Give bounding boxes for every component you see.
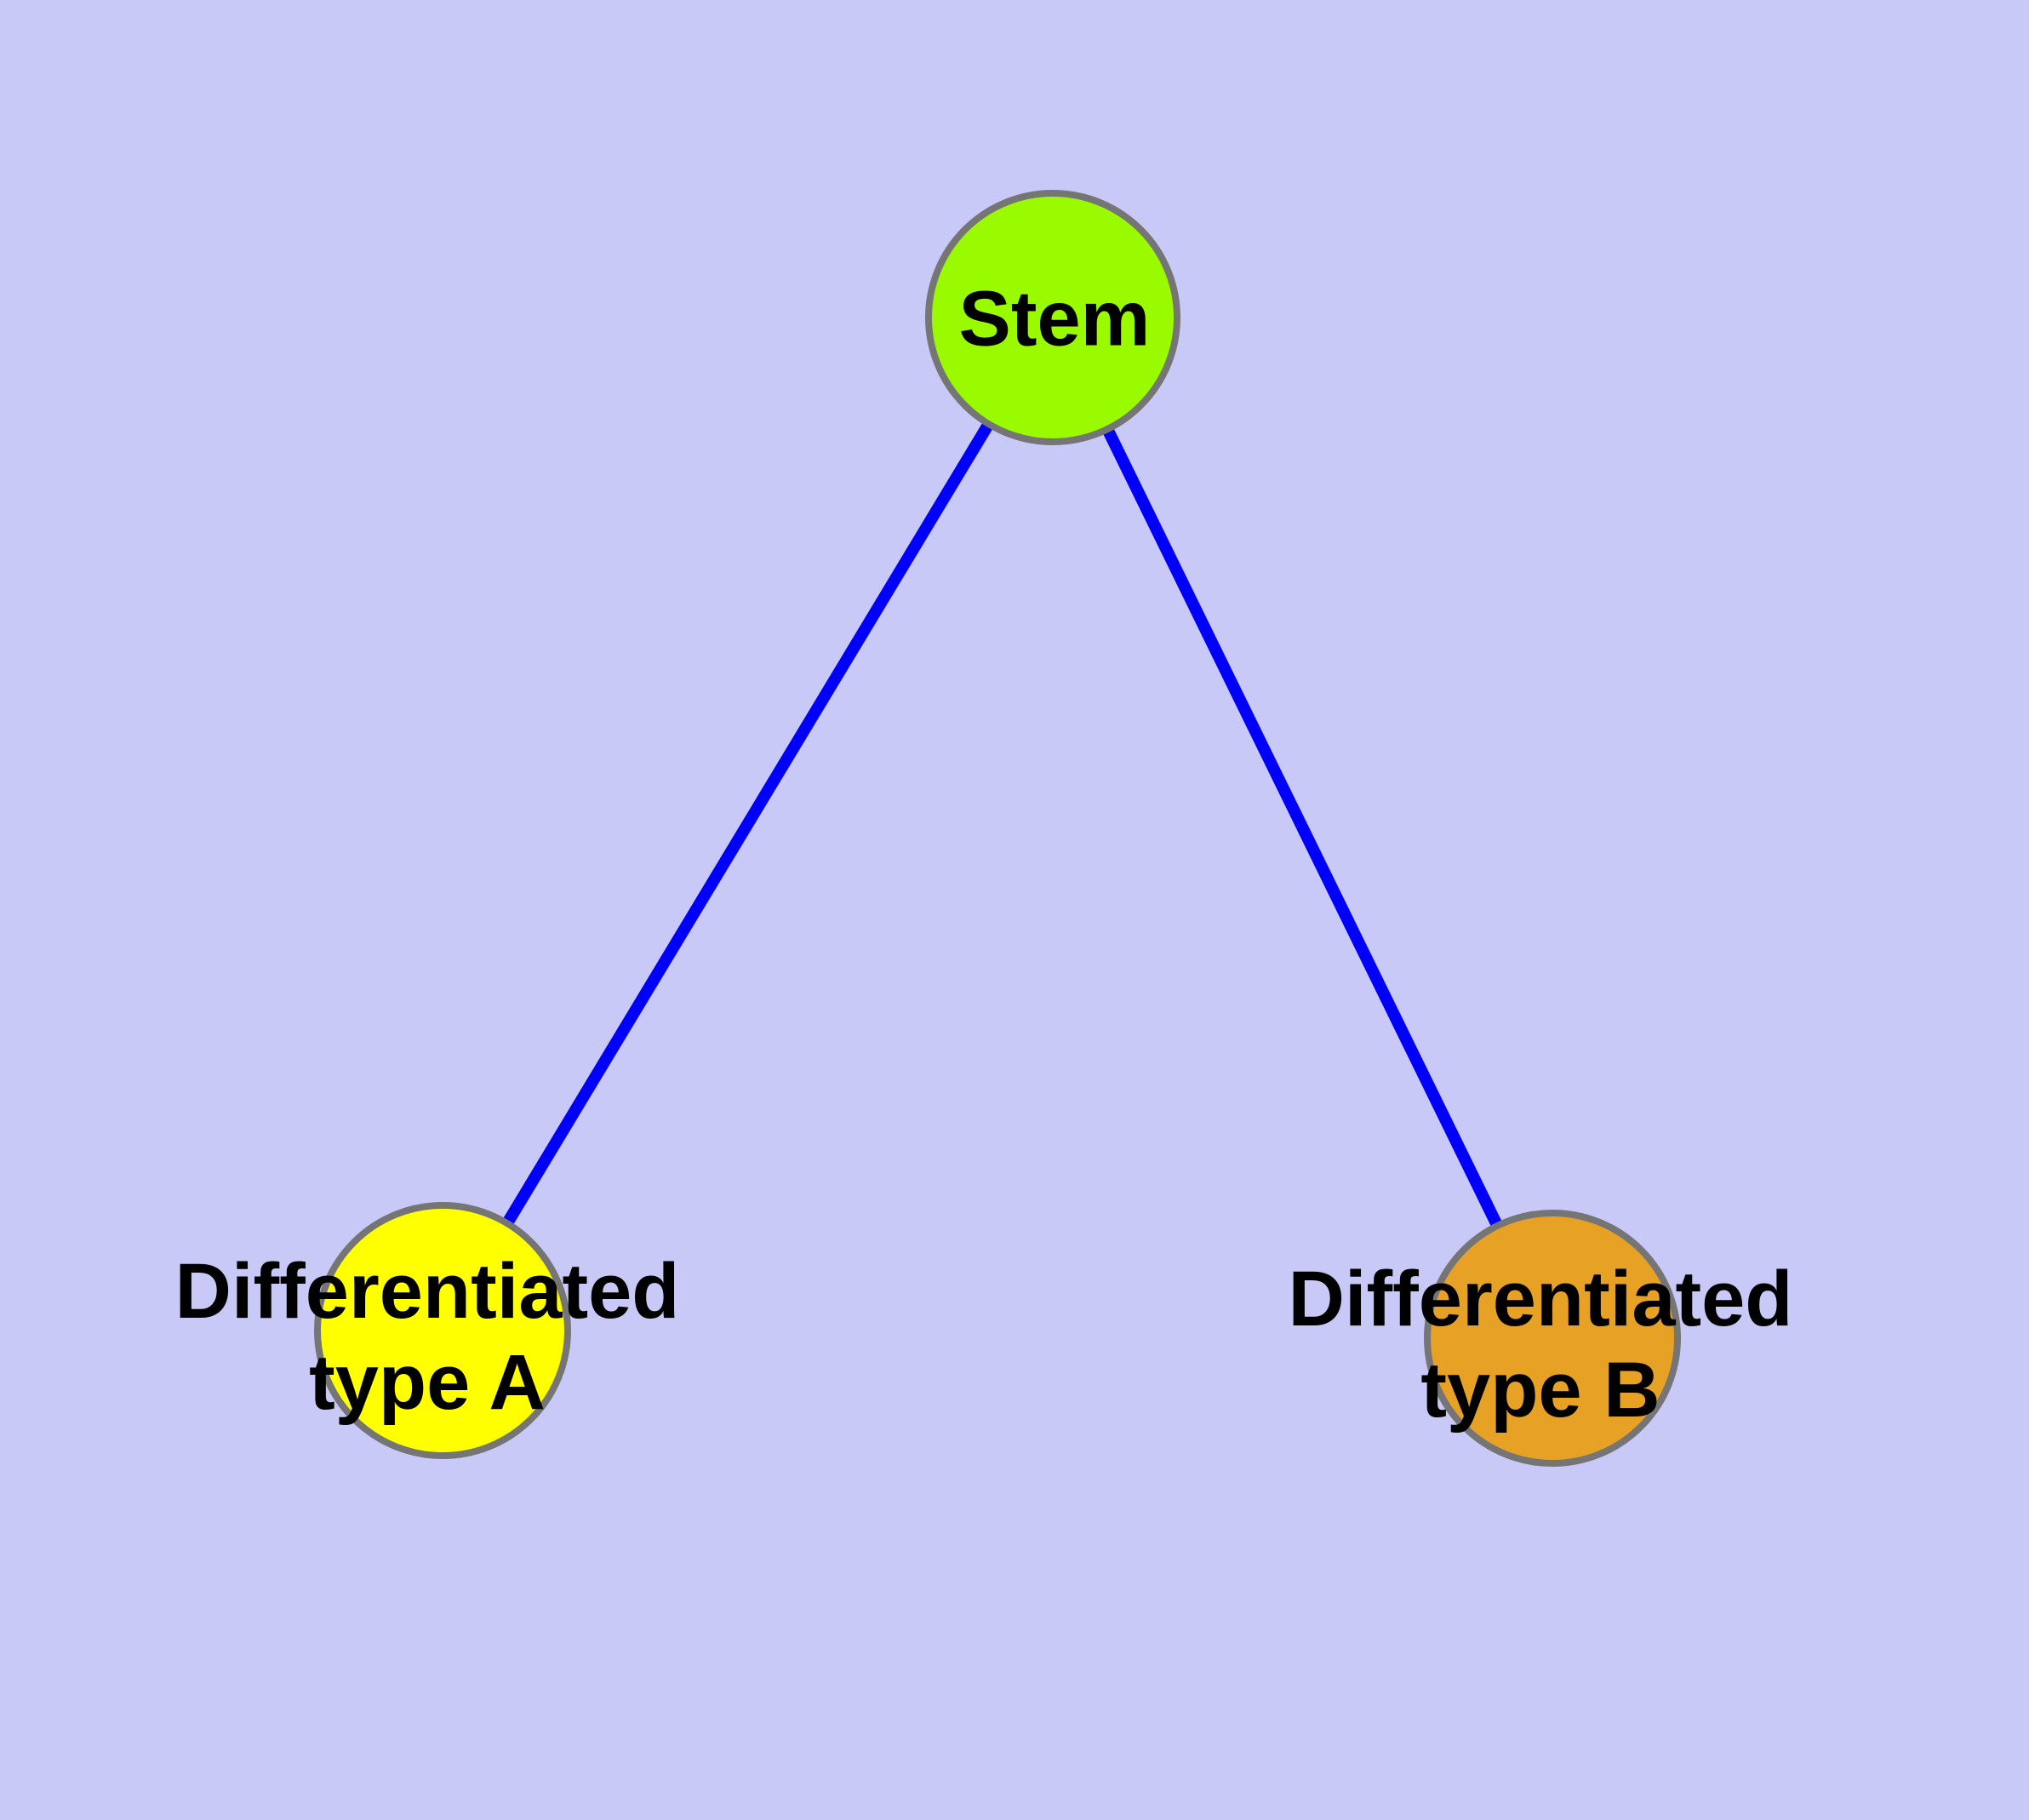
label-line: type B [1420, 1347, 1660, 1434]
differentiated-type-b-node-label: Differentiated type B [1289, 1254, 1793, 1436]
label-line: Differentiated [174, 1248, 680, 1335]
differentiated-type-a-node-circle [314, 1202, 571, 1459]
label-line: Stem [958, 275, 1151, 363]
stem-node-label: Stem [959, 274, 1151, 365]
stem-node-circle [925, 190, 1180, 445]
edge-stem-to-differentiated-type-a [437, 314, 1058, 1334]
label-line: Differentiated [1288, 1256, 1793, 1342]
edge-stem-to-differentiated-type-b [1047, 314, 1558, 1342]
differentiated-type-b-node-circle [1424, 1210, 1681, 1467]
label-line: type A [309, 1339, 546, 1426]
differentiated-type-a-node-label: Differentiated type A [175, 1246, 680, 1428]
